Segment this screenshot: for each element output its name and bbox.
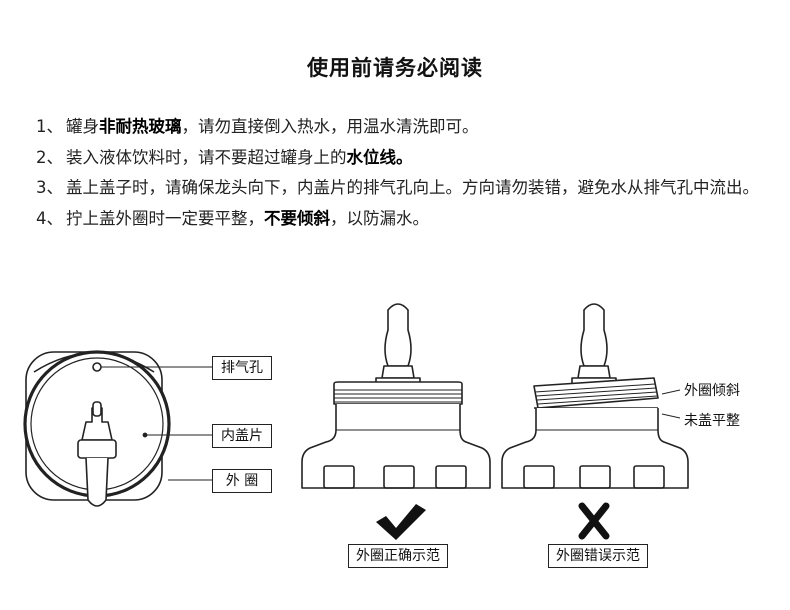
instruction-emphasis: 水位线。 <box>346 147 413 167</box>
wrong-example-label: 外圈错误示范 <box>548 544 648 568</box>
instruction-text: 盖上盖子时，请确保龙头向下，内盖片的排气孔向上。方向请勿装错，避免水从排气孔中流… <box>66 178 759 197</box>
lid-top-view <box>23 350 212 507</box>
correct-example-label: 外圈正确示范 <box>348 544 448 568</box>
instruction-item-2: 2、 装入液体饮料时，请不要超过罐身上的水位线。 <box>36 143 766 174</box>
instruction-text: 装入液体饮料时，请不要超过罐身上的 <box>66 147 347 167</box>
check-icon <box>376 504 426 540</box>
instruction-number: 2、 <box>36 147 63 167</box>
not-flat-label: 未盖平整 <box>684 413 740 429</box>
instruction-text: 罐身 <box>66 117 99 136</box>
instruction-emphasis: 不要倾斜 <box>264 208 330 228</box>
instructions-list: 1、 罐身非耐热玻璃，请勿直接倒入热水，用温水清洗即可。 2、 装入液体饮料时，… <box>36 112 766 234</box>
instruction-text: ，请勿直接倒入热水，用温水清洗即可。 <box>181 117 479 136</box>
instruction-emphasis: 非耐热玻璃 <box>99 117 182 136</box>
vent-hole-label: 排气孔 <box>212 356 272 380</box>
instruction-number: 4、 <box>36 208 63 228</box>
instruction-item-4: 4、 拧上盖外圈时一定要平整，不要倾斜，以防漏水。 <box>36 204 766 235</box>
instruction-number: 3、 <box>36 178 63 197</box>
ring-tilted-label: 外圈倾斜 <box>684 383 740 399</box>
page-title: 使用前请务必阅读 <box>307 56 483 80</box>
instruction-number: 1、 <box>36 117 63 136</box>
cross-icon <box>578 502 610 540</box>
inner-lid-label: 内盖片 <box>212 424 272 448</box>
instruction-item-1: 1、 罐身非耐热玻璃，请勿直接倒入热水，用温水清洗即可。 <box>36 112 766 143</box>
lid-side-view-wrong <box>501 303 689 489</box>
lid-diagram <box>23 303 689 540</box>
instruction-item-3: 3、 盖上盖子时，请确保龙头向下，内盖片的排气孔向上。方向请勿装错，避免水从排气… <box>36 173 766 204</box>
lid-side-view-correct <box>301 303 491 489</box>
instruction-text: ，以防漏水。 <box>330 208 429 228</box>
outer-ring-label: 外 圈 <box>212 469 272 493</box>
instruction-text: 拧上盖外圈时一定要平整， <box>66 208 264 228</box>
